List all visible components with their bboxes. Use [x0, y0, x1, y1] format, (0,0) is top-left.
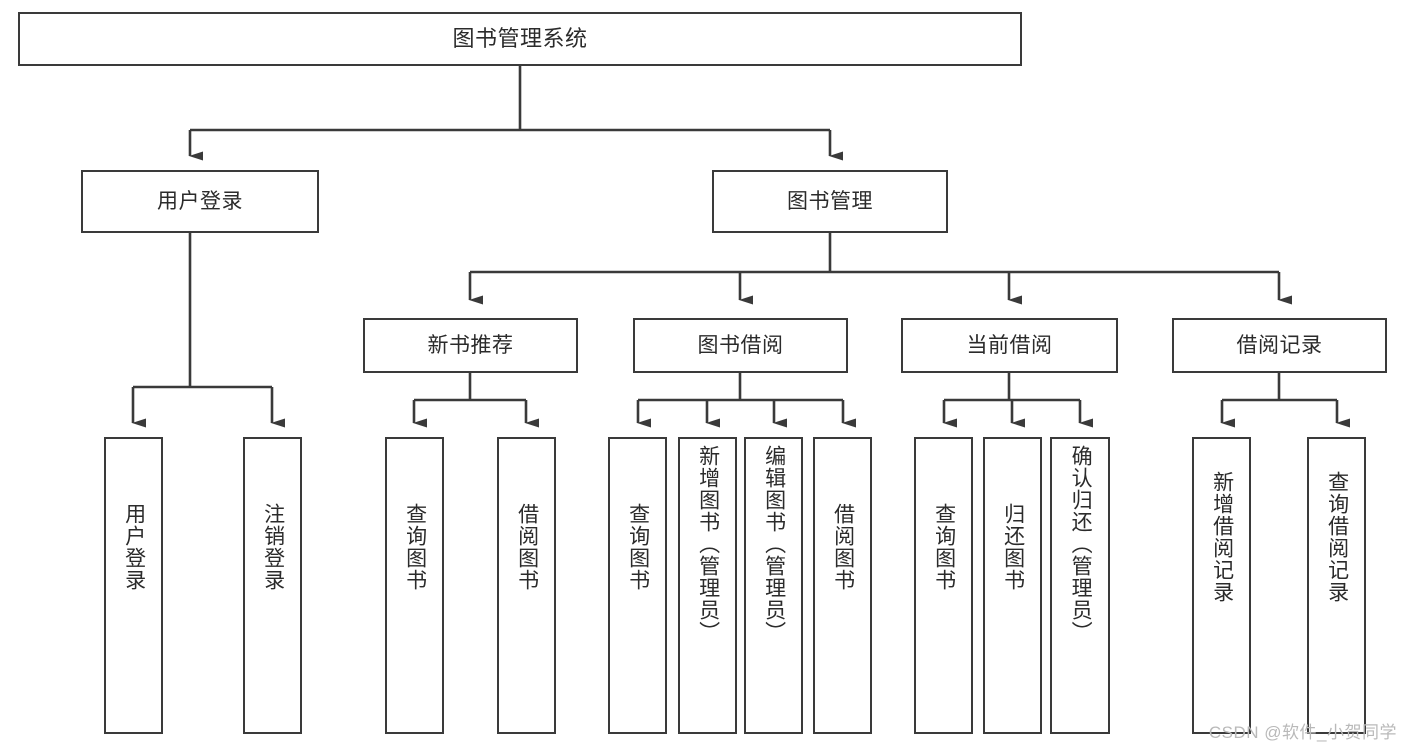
node-leaf-query-book-3-label: 查询图书	[932, 503, 956, 591]
node-borrow-record[interactable]: 借阅记录	[1172, 318, 1387, 373]
node-book-management[interactable]: 图书管理	[712, 170, 948, 233]
node-leaf-confirm-return-label: 确认归还（管理员）	[1069, 445, 1093, 643]
node-user-login[interactable]: 用户登录	[81, 170, 319, 233]
node-leaf-query-book-2[interactable]: 查询图书	[608, 437, 667, 734]
node-leaf-borrow-book-2[interactable]: 借阅图书	[813, 437, 872, 734]
node-leaf-add-book-label: 新增图书（管理员）	[696, 445, 720, 643]
node-current-borrow-label: 当前借阅	[966, 333, 1053, 357]
node-leaf-query-record[interactable]: 查询借阅记录	[1307, 437, 1366, 734]
node-leaf-add-record[interactable]: 新增借阅记录	[1192, 437, 1251, 734]
node-leaf-user-login[interactable]: 用户登录	[104, 437, 163, 734]
node-book-borrow-label: 图书借阅	[697, 333, 784, 357]
node-leaf-borrow-book-1-label: 借阅图书	[515, 503, 539, 591]
node-leaf-user-login-label: 用户登录	[122, 503, 146, 591]
node-book-management-label: 图书管理	[787, 189, 873, 213]
node-leaf-borrow-book-2-label: 借阅图书	[831, 503, 855, 591]
node-root[interactable]: 图书管理系统	[18, 12, 1022, 66]
node-leaf-query-book-1-label: 查询图书	[403, 503, 427, 591]
node-root-label: 图书管理系统	[452, 25, 588, 51]
node-leaf-borrow-book-1[interactable]: 借阅图书	[497, 437, 556, 734]
node-book-borrow[interactable]: 图书借阅	[633, 318, 848, 373]
watermark: CSDN @软件_小贺同学	[1208, 723, 1397, 742]
node-leaf-confirm-return[interactable]: 确认归还（管理员）	[1050, 437, 1110, 734]
node-leaf-add-book[interactable]: 新增图书（管理员）	[678, 437, 737, 734]
node-leaf-edit-book[interactable]: 编辑图书（管理员）	[744, 437, 803, 734]
node-current-borrow[interactable]: 当前借阅	[901, 318, 1118, 373]
node-leaf-return-book[interactable]: 归还图书	[983, 437, 1042, 734]
node-leaf-return-book-label: 归还图书	[1001, 503, 1025, 591]
node-leaf-edit-book-label: 编辑图书（管理员）	[762, 445, 786, 643]
node-leaf-logout-login[interactable]: 注销登录	[243, 437, 302, 734]
node-leaf-query-book-2-label: 查询图书	[626, 503, 650, 591]
node-new-book-recommend-label: 新书推荐	[427, 333, 514, 357]
node-leaf-logout-login-label: 注销登录	[261, 503, 285, 591]
node-borrow-record-label: 借阅记录	[1236, 333, 1323, 357]
node-leaf-query-record-label: 查询借阅记录	[1325, 471, 1349, 603]
node-new-book-recommend[interactable]: 新书推荐	[363, 318, 578, 373]
node-leaf-query-book-3[interactable]: 查询图书	[914, 437, 973, 734]
node-leaf-query-book-1[interactable]: 查询图书	[385, 437, 444, 734]
node-leaf-add-record-label: 新增借阅记录	[1210, 471, 1234, 603]
node-user-login-label: 用户登录	[157, 189, 243, 213]
